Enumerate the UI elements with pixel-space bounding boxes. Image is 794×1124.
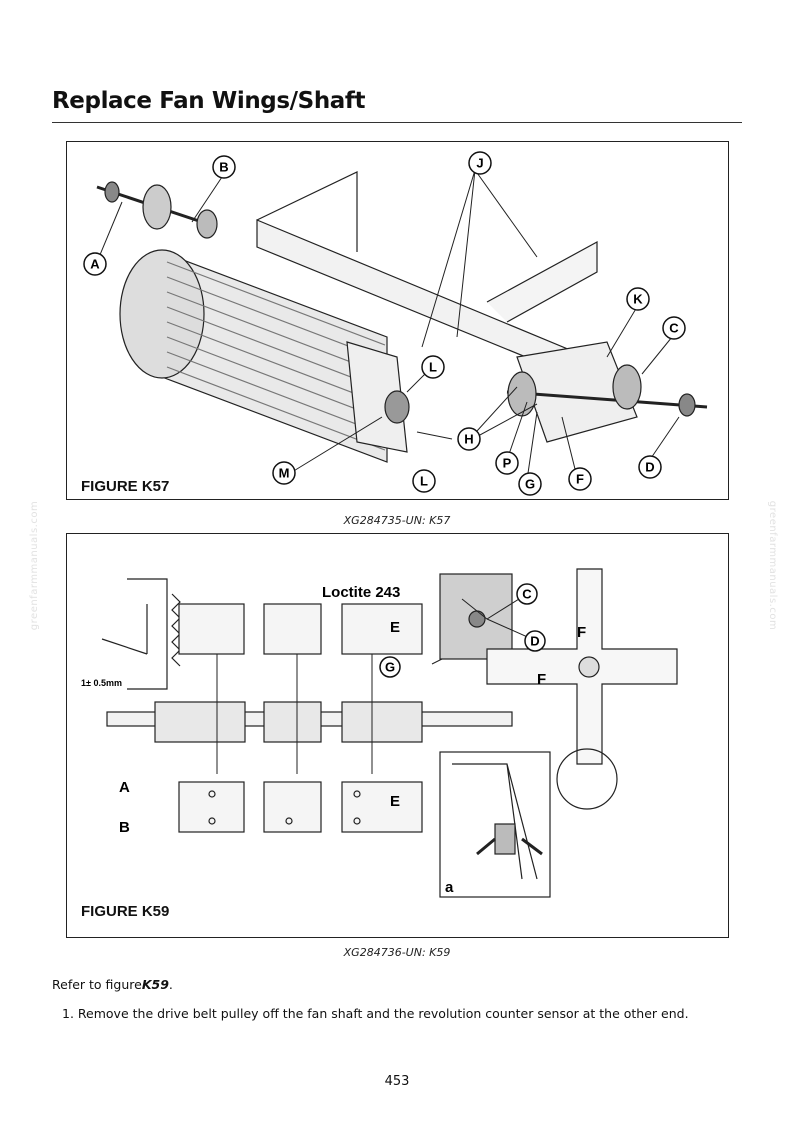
callout-k: K: [626, 287, 650, 311]
svg-text:C: C: [522, 587, 532, 602]
step-number: 1.: [62, 1006, 74, 1021]
svg-text:F: F: [576, 472, 584, 487]
label-e-lower: E: [390, 793, 400, 810]
title-rule: [52, 122, 742, 123]
page-number: 453: [384, 1074, 410, 1089]
figure-k57-caption: XG284735-UN: K57: [343, 514, 451, 527]
gap-label: 1± 0.5mm: [81, 678, 122, 688]
step-text: Remove the drive belt pulley off the fan…: [77, 1006, 689, 1021]
svg-text:G: G: [525, 477, 535, 492]
inset-a-label: a: [445, 879, 454, 896]
label-f-left: F: [537, 671, 546, 688]
figure-k59-label: FIGURE K59: [81, 903, 170, 920]
svg-text:A: A: [90, 257, 100, 272]
refer-suffix: .: [168, 977, 173, 992]
callout-m: M: [272, 461, 296, 485]
step-1: 1. Remove the drive belt pulley off the …: [62, 1006, 689, 1021]
svg-text:M: M: [279, 466, 290, 481]
callout-l-upper: L: [421, 355, 445, 379]
figure-k57: A B C D F G H J K L L M P FIGURE K57: [66, 141, 729, 500]
refer-text: Refer to figureK59.: [52, 977, 173, 992]
loctite-label: Loctite 243: [322, 584, 400, 601]
svg-text:J: J: [476, 156, 483, 171]
k57-callouts: A B C D F G H J K L L M P: [83, 151, 686, 496]
callout-p: P: [495, 451, 519, 475]
svg-text:P: P: [503, 456, 512, 471]
callout-d: D: [524, 630, 546, 652]
callout-c: C: [516, 583, 538, 605]
callout-c: C: [662, 316, 686, 340]
svg-text:B: B: [219, 160, 228, 175]
figure-k57-label: FIGURE K57: [81, 478, 170, 495]
callout-g: G: [379, 656, 401, 678]
dim-b-label: B: [119, 819, 130, 836]
svg-text:K: K: [633, 292, 643, 307]
svg-text:H: H: [464, 432, 473, 447]
page-title: Replace Fan Wings/Shaft: [52, 88, 366, 114]
svg-text:L: L: [420, 474, 428, 489]
callout-l-lower: L: [412, 469, 436, 493]
label-f-upper: F: [577, 624, 586, 641]
callout-f: F: [568, 467, 592, 491]
dim-a-label: A: [119, 779, 130, 796]
fan-exploded-diagram: A B C D F G H J K L L M P: [83, 151, 708, 496]
callout-b: B: [212, 155, 236, 179]
callout-g: G: [518, 472, 542, 496]
figure-k59: Loctite 243 1± 0.5mm a A B E E F F C D G…: [66, 533, 729, 938]
svg-text:L: L: [429, 360, 437, 375]
callout-a: A: [83, 252, 107, 276]
refer-figure-link[interactable]: K59: [141, 977, 169, 992]
figure-k59-caption: XG284736-UN: K59: [343, 946, 451, 959]
label-e-upper: E: [390, 619, 400, 636]
fan-wing-adjustment-diagram: Loctite 243 1± 0.5mm a A B E E F F C D G: [81, 568, 678, 898]
callout-d: D: [638, 455, 662, 479]
svg-text:G: G: [385, 660, 395, 675]
svg-text:C: C: [669, 321, 679, 336]
callout-h: H: [457, 427, 481, 451]
k59-callouts: C D G: [379, 583, 546, 678]
callout-j: J: [468, 151, 492, 175]
refer-prefix: Refer to figure: [52, 977, 142, 992]
svg-text:D: D: [530, 634, 539, 649]
svg-text:D: D: [645, 460, 654, 475]
